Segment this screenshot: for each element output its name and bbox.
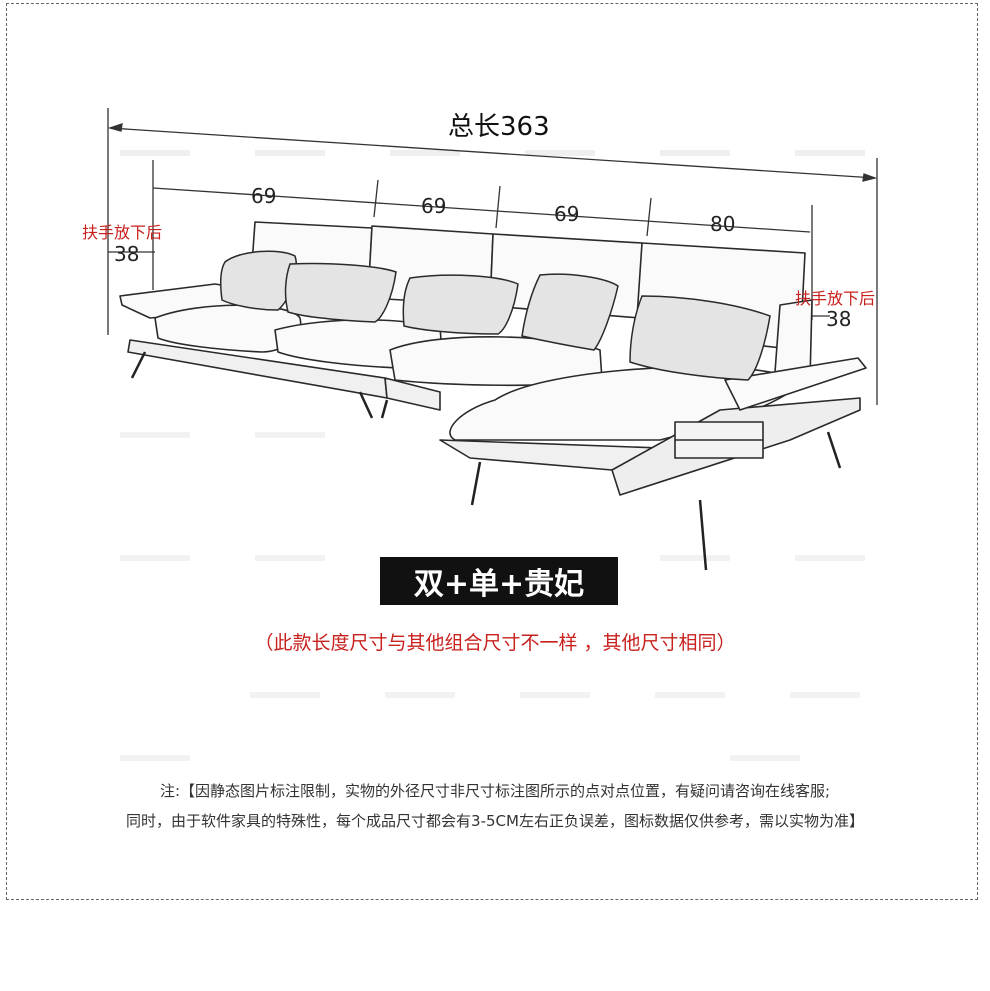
segment-label-1: 69 xyxy=(251,184,277,208)
note-line-1: 注:【因静态图片标注限制，实物的外径尺寸非尺寸标注图所示的点对点位置，有疑问请咨… xyxy=(159,782,831,800)
size-remark: （此款长度尺寸与其他组合尺寸不一样 ，其他尺寸相同） xyxy=(254,632,736,654)
total-length-label: 总长363 xyxy=(448,112,550,142)
segment-label-2: 69 xyxy=(421,194,447,218)
total-length-line xyxy=(107,108,878,405)
sofa-outline xyxy=(119,221,867,496)
pillows xyxy=(220,250,771,381)
height-label-left: 38 xyxy=(114,242,140,266)
sofa-legs xyxy=(130,351,842,571)
segment-label-4: 80 xyxy=(710,212,736,236)
height-markers xyxy=(108,251,830,317)
armrest-note-right: 扶手放下后 xyxy=(795,289,876,308)
note-line-2: 同时，由于软件家具的特殊性，每个成品尺寸都会有3-5CM左右正负误差，图标数据仅… xyxy=(126,812,864,830)
height-label-right: 38 xyxy=(826,307,852,331)
page-frame xyxy=(6,3,978,900)
config-label: 双+单+贵妃 xyxy=(380,557,618,605)
segment-label-3: 69 xyxy=(554,202,580,226)
armrest-note-left: 扶手放下后 xyxy=(82,223,163,242)
watermark-pattern xyxy=(120,150,865,761)
